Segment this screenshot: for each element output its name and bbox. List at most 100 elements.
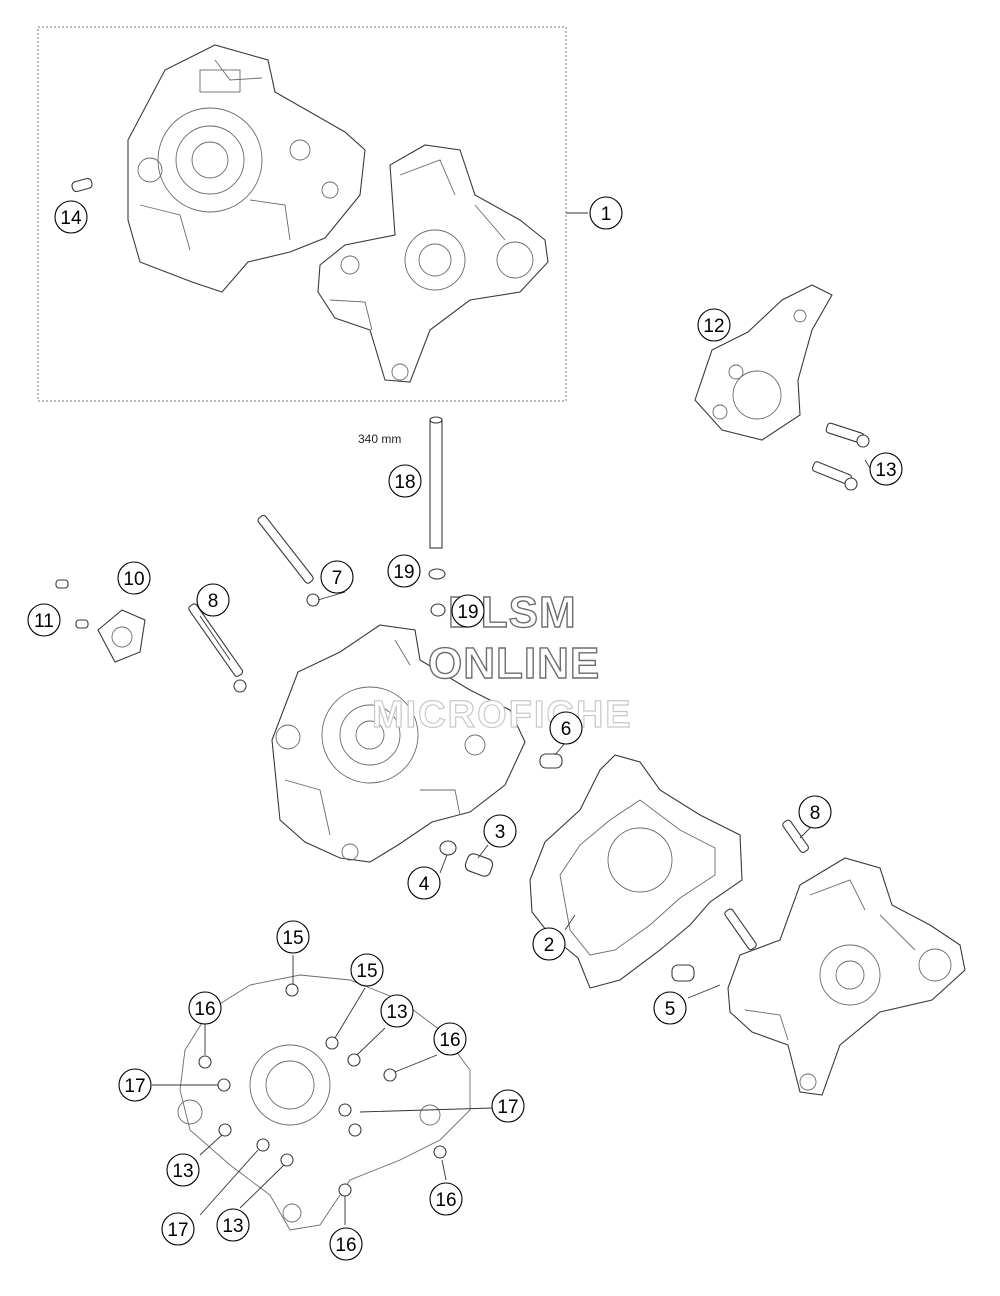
callout-circle: [549, 711, 583, 745]
callout-number: 16: [439, 1030, 460, 1051]
callout-number: 15: [282, 928, 303, 949]
callout-13: 13: [216, 1208, 250, 1242]
cover-10: [97, 609, 146, 663]
crankcase-half-right-kit: [317, 144, 549, 383]
callout-circle: [117, 561, 151, 595]
callout-circle: [166, 1153, 200, 1187]
hose-clamp-19-upper: [428, 568, 446, 580]
callout-11: 11: [27, 603, 61, 637]
callout-circle: [350, 953, 384, 987]
crankcase-bolt-pattern: [177, 974, 471, 1231]
callout-circle: [320, 560, 354, 594]
screw-11-upper: [55, 579, 69, 589]
callout-circle: [798, 795, 832, 829]
callout-circle: [697, 308, 731, 342]
callout-16: 16: [329, 1227, 363, 1261]
callout-number: 16: [194, 999, 215, 1020]
callout-circle: [483, 814, 517, 848]
stud-8-right: [782, 819, 809, 853]
callout-number: 13: [386, 1002, 407, 1023]
callout-number: 13: [172, 1161, 193, 1182]
callout-17: 17: [161, 1212, 195, 1246]
hose-18: [429, 416, 443, 549]
callout-number: 10: [123, 569, 144, 590]
crankcase-half-right-main: [727, 857, 966, 1096]
callout-13: 13: [380, 994, 414, 1028]
callout-circle: [216, 1208, 250, 1242]
kit-boundary-box: [37, 26, 567, 402]
callout-16: 16: [429, 1182, 463, 1216]
callout-number: 16: [435, 1190, 456, 1211]
callout-6: 6: [549, 711, 583, 745]
callout-number: 11: [34, 611, 54, 632]
callout-number: 12: [703, 316, 724, 337]
callout-7: 7: [320, 560, 354, 594]
callout-number: 16: [335, 1235, 356, 1256]
callout-circle: [532, 927, 566, 961]
callout-14: 14: [54, 200, 88, 234]
callout-number: 17: [497, 1097, 518, 1118]
stud-right-extra: [724, 908, 757, 951]
callout-circle: [380, 994, 414, 1028]
callout-number: 17: [167, 1220, 188, 1241]
callout-number: 3: [495, 822, 506, 843]
callout-18: 18: [388, 464, 422, 498]
callout-circle: [387, 554, 421, 588]
callout-number: 13: [875, 460, 896, 481]
callout-circle: [161, 1212, 195, 1246]
crankcase-half-left-main: [271, 624, 526, 863]
callout-16: 16: [188, 991, 222, 1025]
callout-19: 19: [451, 594, 485, 628]
callout-5: 5: [653, 991, 687, 1025]
bushing-3: [464, 853, 494, 877]
callout-17: 17: [491, 1089, 525, 1123]
callout-circle: [589, 196, 623, 230]
bushing-5: [671, 964, 695, 982]
callout-number: 2: [544, 935, 555, 956]
callout-number: 6: [561, 719, 572, 740]
callout-circle: [869, 452, 903, 486]
leader-lines: [152, 591, 811, 1225]
callout-10: 10: [117, 561, 151, 595]
stud-8-left: [188, 603, 247, 693]
callout-15: 15: [276, 920, 310, 954]
callout-number: 7: [332, 568, 343, 589]
callout-group: 1 14 12 13 18 19 19 7 10 11 8 6 3 4 2 8 5 15 15 16 13 16 17 17 1…: [27, 196, 903, 1261]
callout-number: 1: [601, 204, 612, 225]
callout-12: 12: [697, 308, 731, 342]
callout-3: 3: [483, 814, 517, 848]
callout-8: 8: [196, 583, 230, 617]
watermark-line3: MICROFICHE: [372, 694, 633, 736]
callout-circle: [27, 603, 61, 637]
callout-16: 16: [433, 1022, 467, 1056]
hose-clamp-19-lower: [430, 603, 446, 617]
callout-number: 17: [124, 1076, 145, 1097]
callout-circle: [429, 1182, 463, 1216]
dowel-pin-14: [71, 177, 93, 193]
watermark-line2: ONLINE: [428, 639, 600, 688]
callout-number: 8: [208, 591, 219, 612]
gasket-2: [529, 754, 743, 989]
callout-circle: [196, 583, 230, 617]
callout-circle: [451, 594, 485, 628]
cover-12: [694, 284, 833, 441]
callout-17: 17: [118, 1068, 152, 1102]
callout-number: 18: [394, 472, 415, 493]
callout-circle: [388, 464, 422, 498]
stud-7: [257, 514, 320, 607]
callout-8: 8: [798, 795, 832, 829]
callout-4: 4: [407, 866, 441, 900]
callout-2: 2: [532, 927, 566, 961]
callout-number: 13: [222, 1216, 243, 1237]
dowel-6: [539, 753, 563, 769]
callout-19: 19: [387, 554, 421, 588]
callout-circle: [54, 200, 88, 234]
callout-13: 13: [166, 1153, 200, 1187]
oil-seal-4: [439, 840, 457, 856]
bolt-13-upper: [825, 422, 870, 448]
callout-number: 8: [810, 803, 821, 824]
callout-circle: [433, 1022, 467, 1056]
callout-15: 15: [350, 953, 384, 987]
